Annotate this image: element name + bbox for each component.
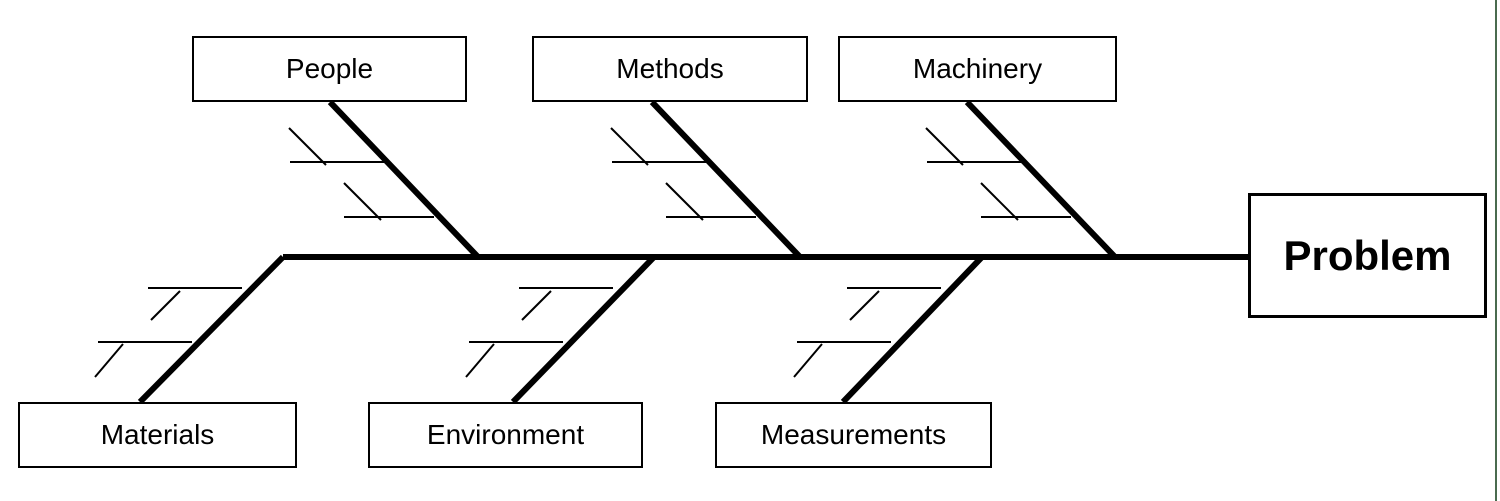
bone — [964, 99, 1118, 260]
sub-bone-tick — [849, 290, 880, 321]
sub-bone-tick — [610, 127, 649, 166]
bone — [510, 254, 657, 405]
sub-bone-tick — [465, 343, 495, 378]
sub-bone-tick — [925, 127, 964, 166]
category-box-materials: Materials — [18, 402, 297, 468]
bone — [649, 99, 803, 260]
sub-bone-tick — [94, 343, 124, 378]
window-edge-strip — [1495, 0, 1497, 501]
sub-bone-tick — [343, 182, 382, 221]
sub-bone-tick — [288, 127, 327, 166]
category-label-measurements: Measurements — [760, 419, 947, 450]
category-label-machinery: Machinery — [912, 53, 1043, 84]
category-label-materials: Materials — [100, 419, 215, 450]
effect-box-problem: Problem — [1248, 193, 1487, 318]
sub-bone-tick — [980, 182, 1019, 221]
effect-label: Problem — [1283, 231, 1452, 279]
category-box-people: People — [192, 36, 467, 102]
sub-bone-tick — [665, 182, 704, 221]
category-label-methods: Methods — [616, 53, 724, 84]
sub-bone-tick — [793, 343, 823, 378]
bone — [327, 99, 481, 260]
category-box-methods: Methods — [532, 36, 808, 102]
bone — [840, 254, 985, 405]
sub-bone-tick — [521, 290, 552, 321]
sub-bone-tick — [150, 290, 181, 321]
category-box-environment: Environment — [368, 402, 643, 468]
bone — [137, 254, 286, 405]
category-label-environment: Environment — [426, 419, 585, 450]
category-label-people: People — [285, 53, 374, 84]
category-box-machinery: Machinery — [838, 36, 1117, 102]
category-box-measurements: Measurements — [715, 402, 992, 468]
